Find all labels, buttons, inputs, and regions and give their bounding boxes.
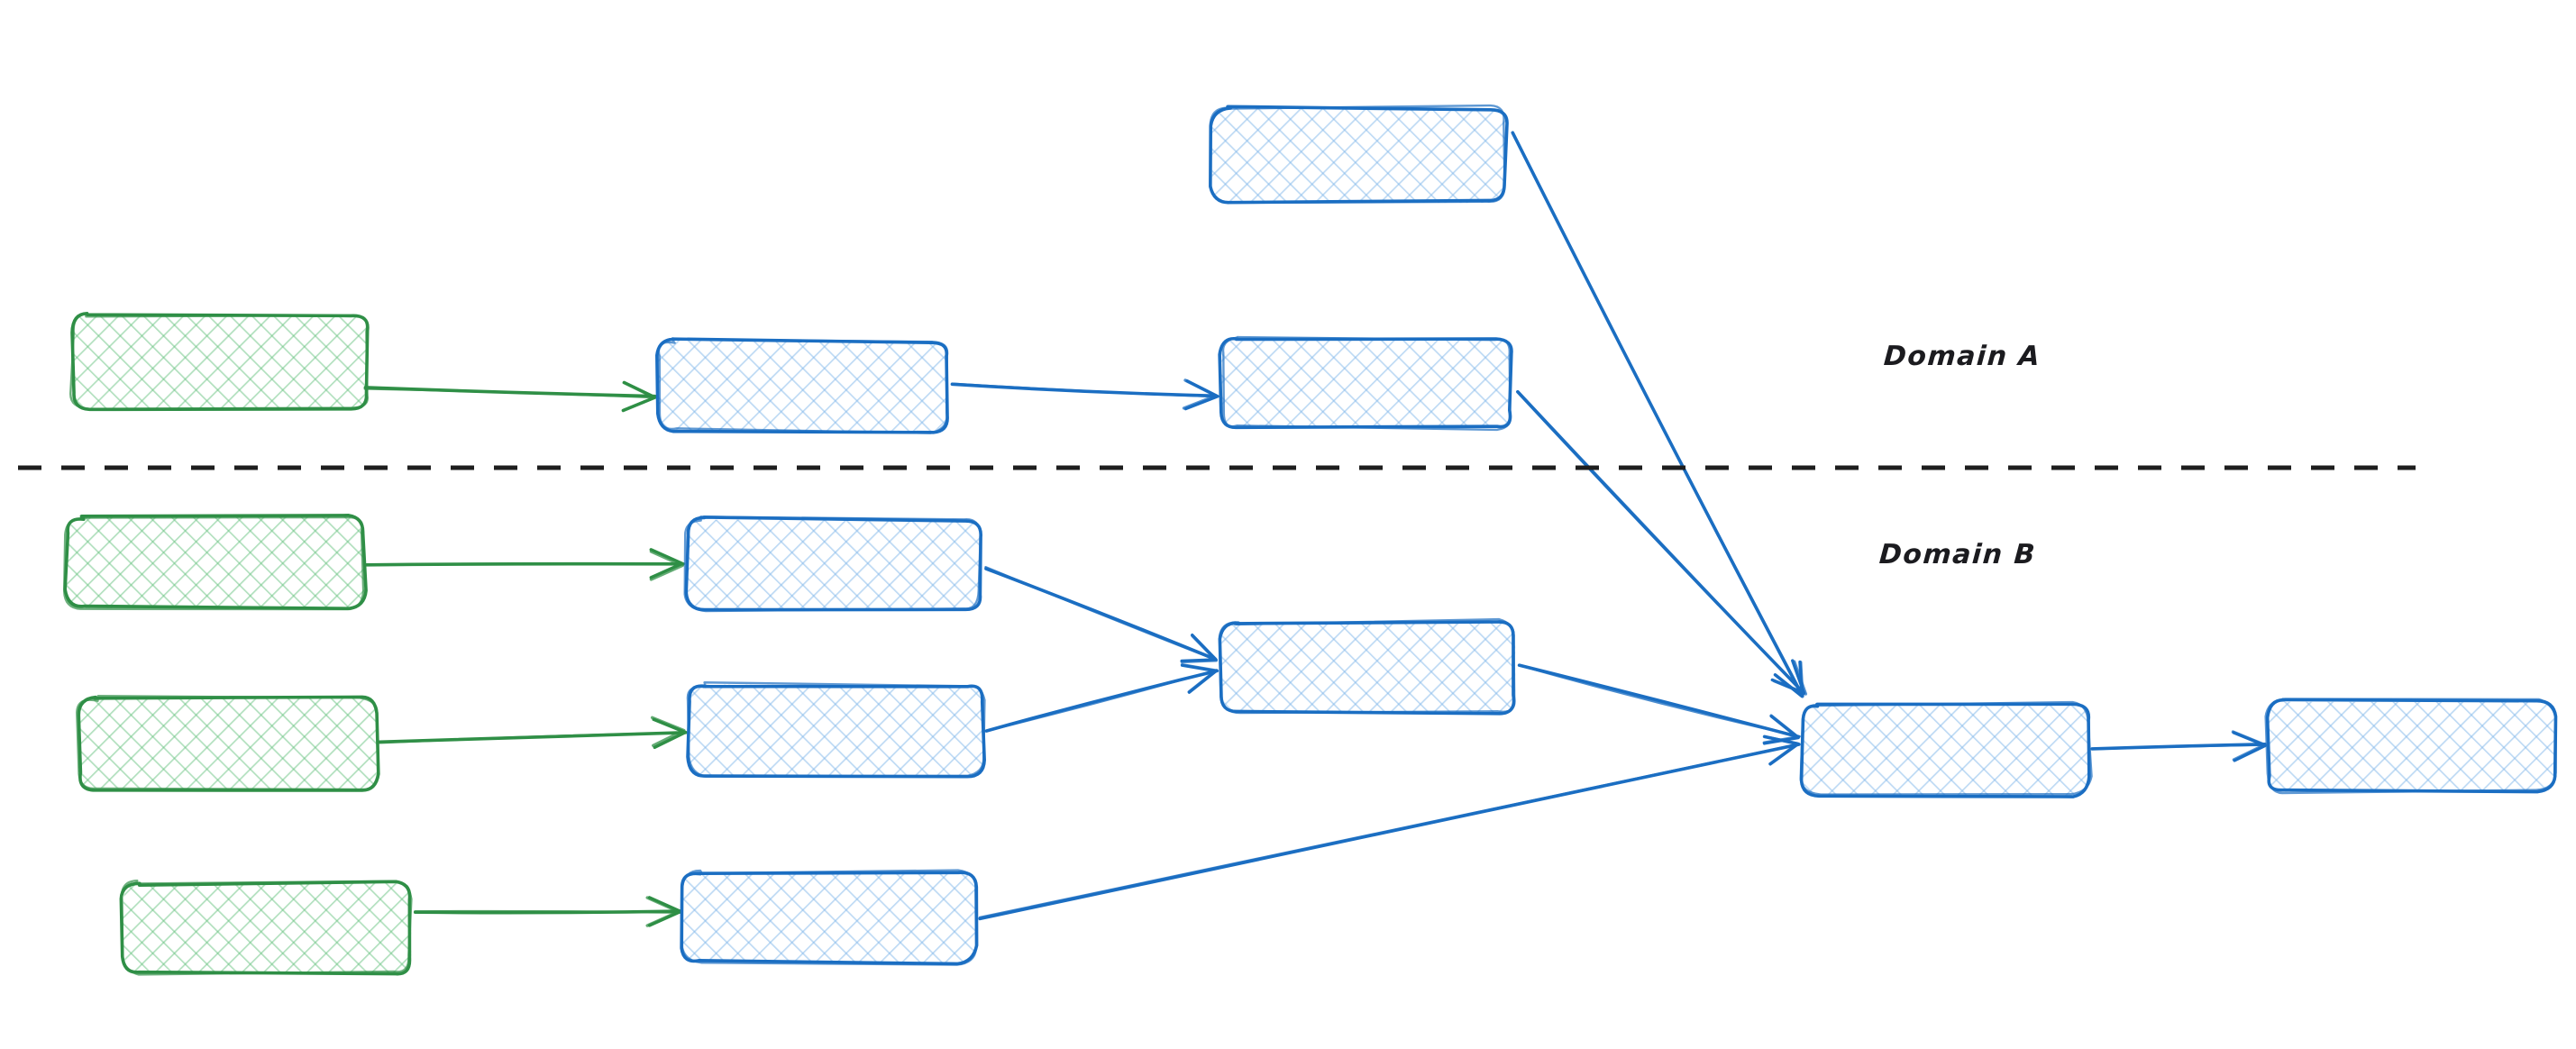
node-b_b2[interactable] bbox=[686, 681, 986, 779]
edge-g2-to-b_b1 bbox=[364, 548, 686, 581]
edge-b_a1-to-b_a2 bbox=[950, 379, 1219, 411]
node-b_sink[interactable] bbox=[1799, 700, 2093, 798]
edge-b_a2-to-b_sink bbox=[1516, 389, 1808, 696]
label-domain-b: Domain B bbox=[1877, 539, 2038, 570]
edge-b_b1-to-b_mid bbox=[984, 565, 1219, 663]
node-g1[interactable] bbox=[69, 312, 370, 412]
edge-b_b3-to-b_sink bbox=[978, 734, 1801, 921]
edge-g1-to-b_a1 bbox=[363, 380, 657, 413]
node-g2[interactable] bbox=[62, 514, 368, 611]
node-b_a2[interactable] bbox=[1218, 335, 1513, 432]
edge-g4-to-b_b3 bbox=[413, 896, 682, 927]
edge-b_sink-to-b_final bbox=[2090, 730, 2268, 762]
node-b_top[interactable] bbox=[1209, 104, 1509, 205]
edge-b_top-to-b_sink bbox=[1511, 131, 1804, 698]
node-b_b1[interactable] bbox=[683, 515, 982, 613]
edge-layer bbox=[363, 131, 2268, 927]
node-g3[interactable] bbox=[76, 694, 380, 792]
node-b_mid[interactable] bbox=[1218, 617, 1516, 716]
edge-g3-to-b_b2 bbox=[378, 716, 688, 750]
edge-b_b2-to-b_mid bbox=[984, 663, 1219, 733]
node-b_final[interactable] bbox=[2264, 698, 2558, 795]
edge-b_mid-to-b_sink bbox=[1517, 663, 1801, 745]
node-b_b3[interactable] bbox=[680, 869, 979, 966]
node-g4[interactable] bbox=[119, 880, 413, 976]
node-layer bbox=[62, 104, 2558, 976]
node-b_a1[interactable] bbox=[655, 337, 949, 434]
label-domain-a: Domain A bbox=[1882, 341, 2042, 372]
